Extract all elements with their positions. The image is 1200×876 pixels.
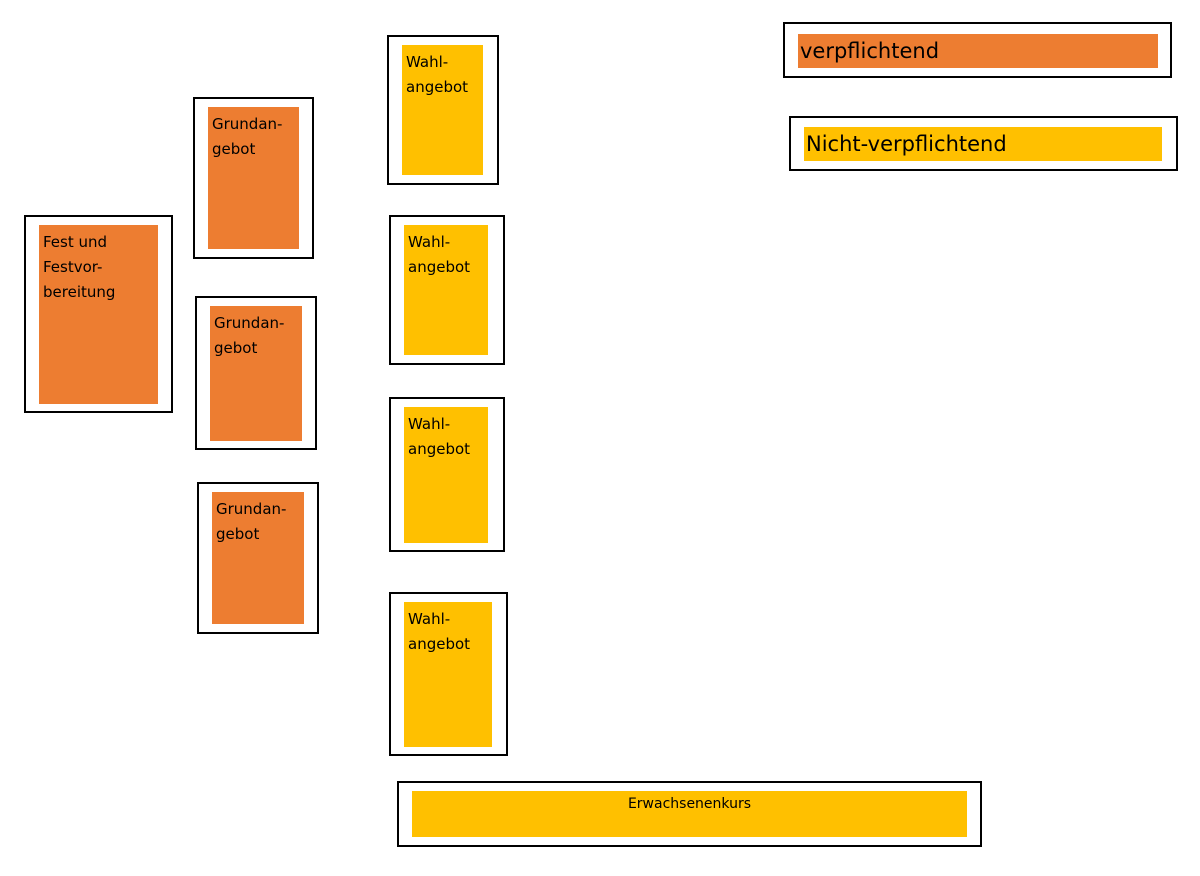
block-fest-label: Fest und Festvor- bereitung: [43, 233, 116, 301]
block-erwachsenenkurs-fill: Erwachsenenkurs: [412, 791, 967, 837]
block-wahlangebot-2: Wahl- angebot: [389, 215, 505, 365]
block-erwachsenenkurs: Erwachsenenkurs: [397, 781, 982, 847]
block-grundangebot-3-label: Grundan- gebot: [216, 500, 287, 543]
legend-optional-swatch: Nicht-verpflichtend: [804, 127, 1162, 161]
block-grundangebot-2: Grundan- gebot: [195, 296, 317, 450]
block-wahlangebot-3-label: Wahl- angebot: [408, 415, 471, 458]
block-grundangebot-1: Grundan- gebot: [193, 97, 314, 259]
block-wahlangebot-2-label: Wahl- angebot: [408, 233, 471, 276]
legend-mandatory-label: verpflichtend: [800, 39, 940, 63]
legend-mandatory-swatch: verpflichtend: [798, 34, 1158, 68]
block-wahlangebot-1-fill: Wahl- angebot: [402, 45, 483, 175]
block-fest: Fest und Festvor- bereitung: [24, 215, 173, 413]
block-grundangebot-3-fill: Grundan- gebot: [212, 492, 304, 624]
block-wahlangebot-4-fill: Wahl- angebot: [404, 602, 492, 747]
block-wahlangebot-1: Wahl- angebot: [387, 35, 499, 185]
legend-optional-label: Nicht-verpflichtend: [806, 132, 1007, 156]
block-grundangebot-2-label: Grundan- gebot: [214, 314, 285, 357]
block-wahlangebot-3: Wahl- angebot: [389, 397, 505, 552]
block-wahlangebot-1-label: Wahl- angebot: [406, 53, 469, 96]
legend-mandatory: verpflichtend: [783, 22, 1172, 78]
block-wahlangebot-4-label: Wahl- angebot: [408, 610, 471, 653]
block-wahlangebot-2-fill: Wahl- angebot: [404, 225, 488, 355]
block-fest-fill: Fest und Festvor- bereitung: [39, 225, 158, 404]
block-grundangebot-1-label: Grundan- gebot: [212, 115, 283, 158]
block-wahlangebot-4: Wahl- angebot: [389, 592, 508, 756]
block-grundangebot-3: Grundan- gebot: [197, 482, 319, 634]
block-erwachsenenkurs-label: Erwachsenenkurs: [627, 796, 752, 812]
block-grundangebot-1-fill: Grundan- gebot: [208, 107, 299, 249]
legend-optional: Nicht-verpflichtend: [789, 116, 1178, 171]
block-wahlangebot-3-fill: Wahl- angebot: [404, 407, 488, 543]
block-grundangebot-2-fill: Grundan- gebot: [210, 306, 302, 441]
